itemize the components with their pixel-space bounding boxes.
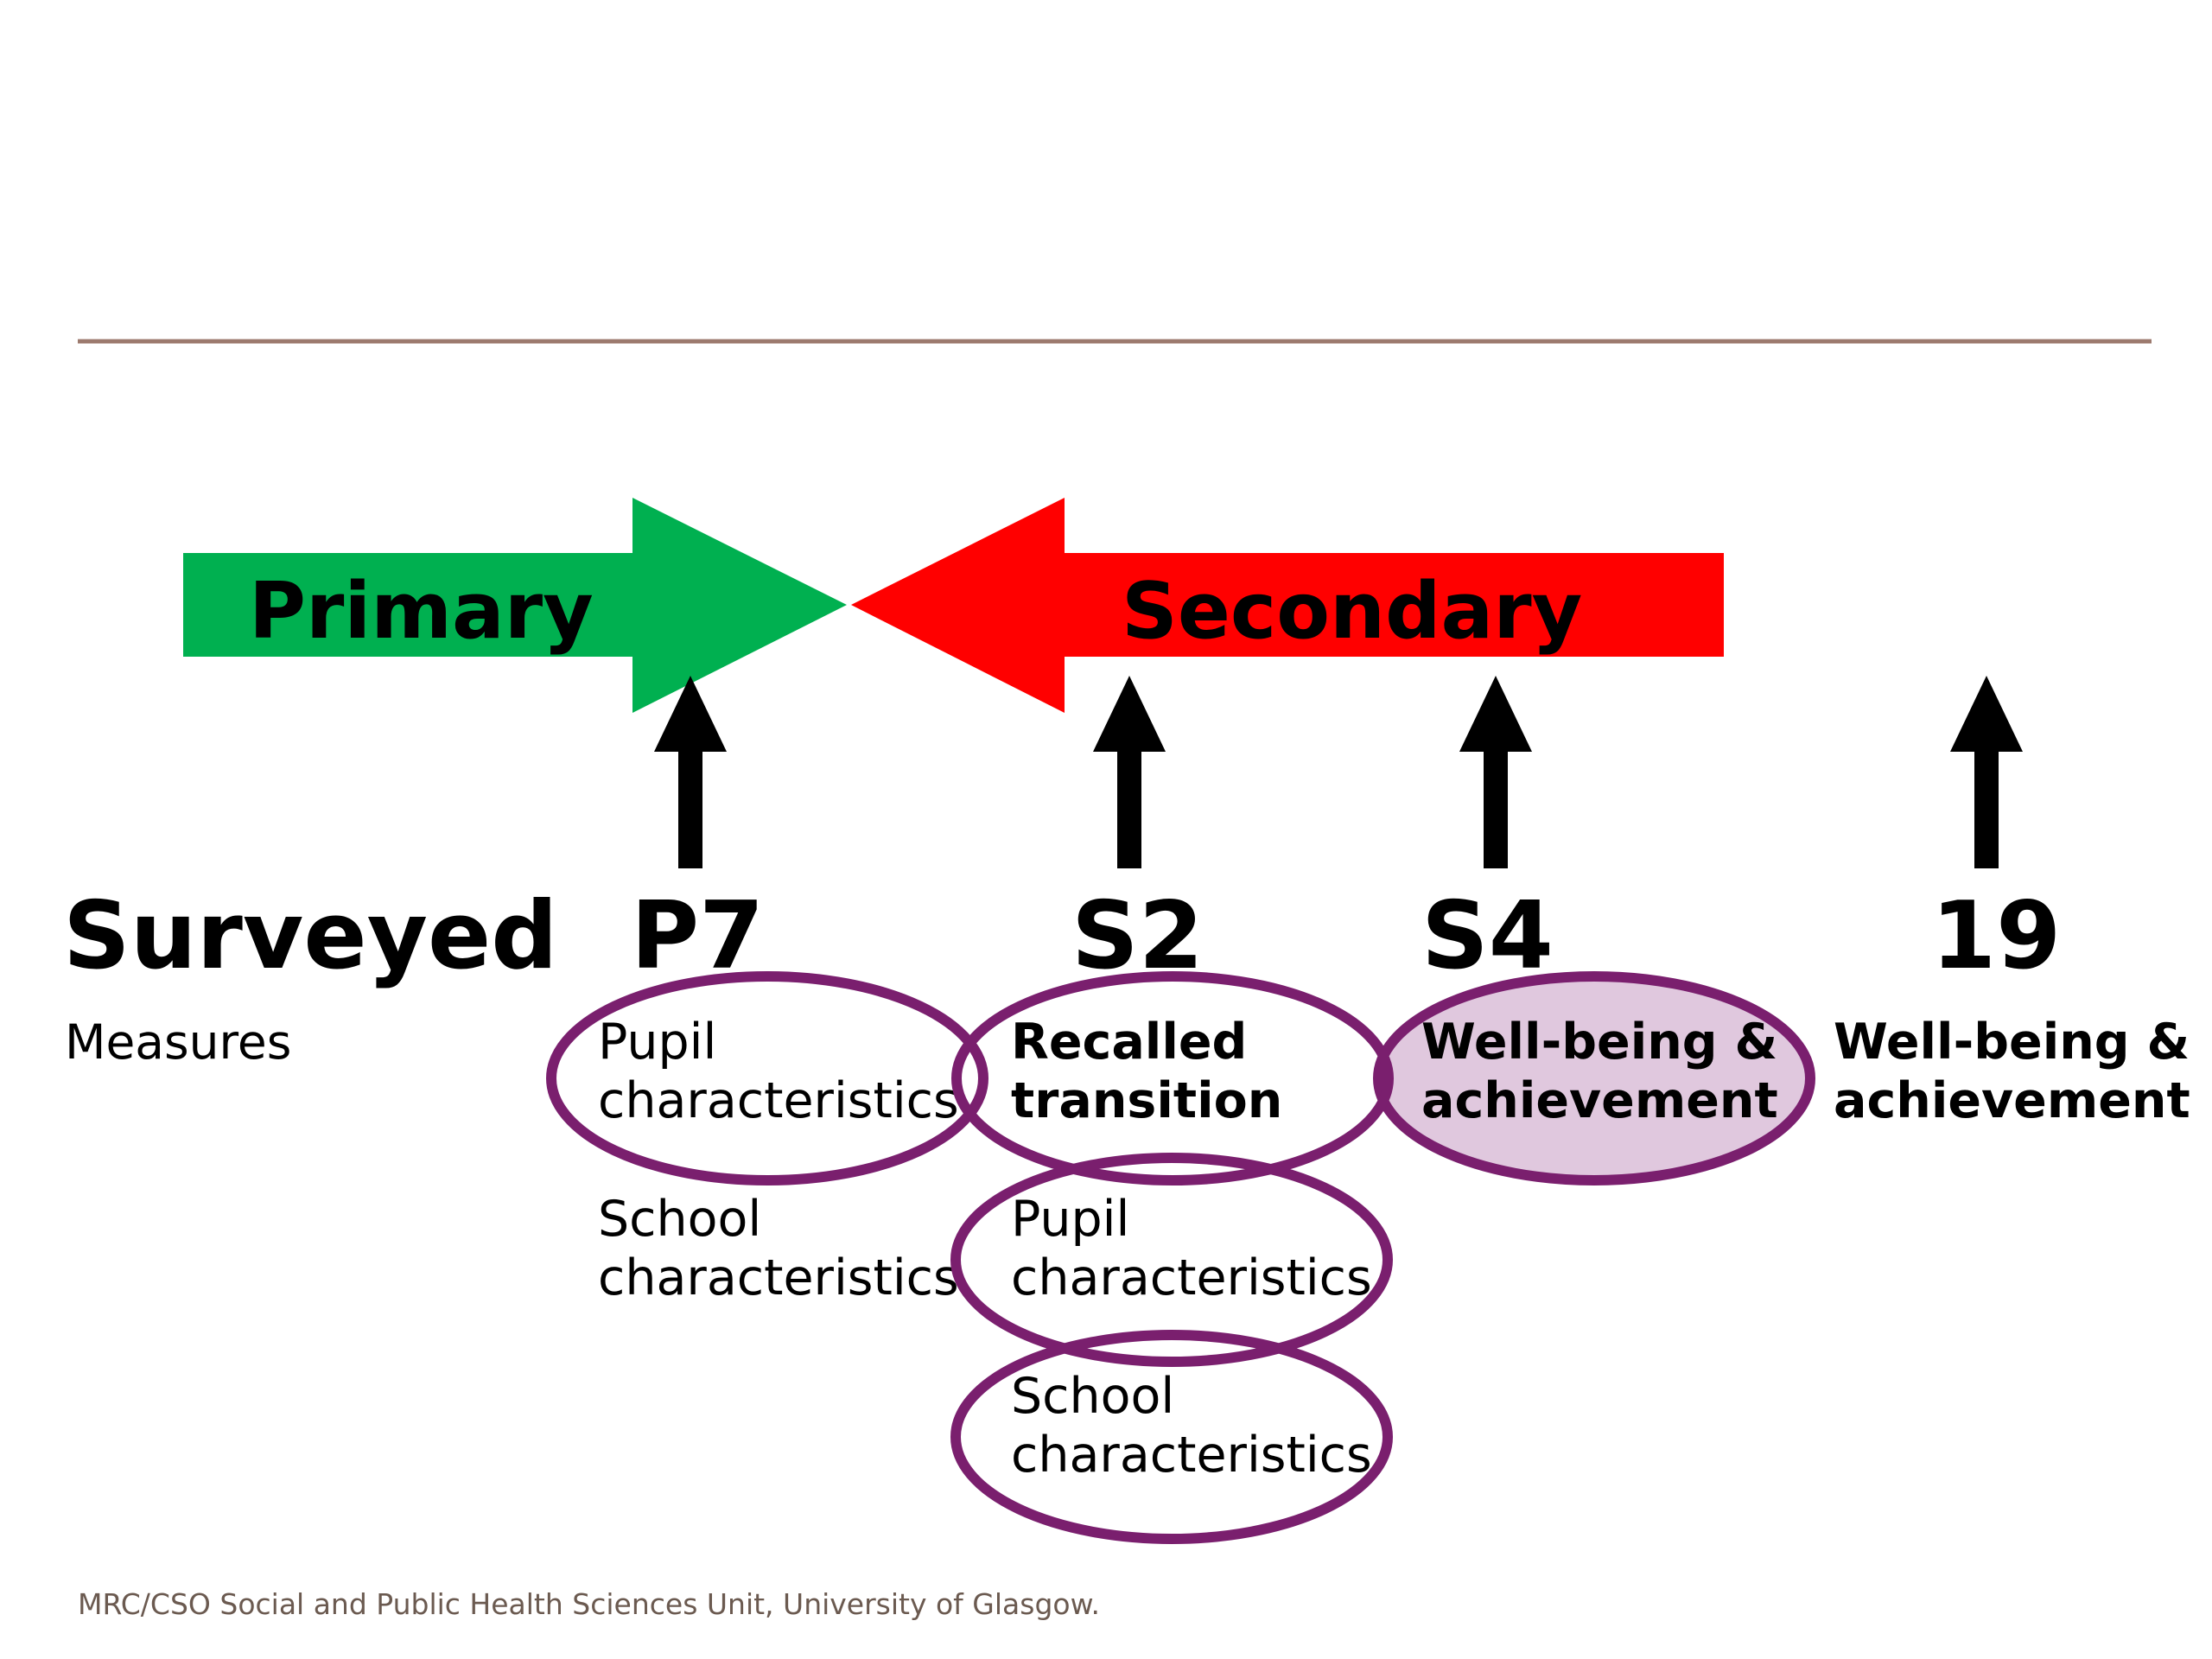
s4-wellbeing-achievement: Well-being & achievement [1421,1014,1795,1129]
s2-school-characteristics: School characteristics [1011,1368,1372,1484]
s2-pupil-ellipse [950,1153,1393,1367]
surveyed-label: Surveyed [63,882,558,990]
footer-credit: MRC/CSO Social and Public Health Science… [78,1587,1100,1621]
s4-wellbeing-ellipse [1373,971,1815,1185]
timepoint-19: 19 [1931,882,2061,990]
age19-wellbeing-achievement: Well-being & achievement [1834,1014,2207,1129]
primary-arrow [183,498,847,713]
s2-school-ellipse [950,1330,1393,1544]
p7-pupil-ellipse [546,971,988,1185]
measures-label: Measures [65,1014,291,1070]
s2-recalled-transition: Recalled transition [1011,1014,1282,1129]
secondary-label: Secondary [1122,566,1582,657]
up-arrow-s2 [1093,676,1166,868]
s2-recalled-ellipse [951,971,1394,1185]
secondary-arrow [851,498,1724,713]
p7-pupil-characteristics: Pupil characteristics [598,1014,959,1129]
p7-school-characteristics: School characteristics [598,1191,959,1306]
primary-label: Primary [249,566,594,657]
s2-pupil-characteristics: Pupil characteristics [1011,1191,1372,1306]
up-arrow-19 [1950,676,2023,868]
timepoint-s4: S4 [1421,882,1554,990]
up-arrow-p7 [654,676,727,868]
up-arrow-s4 [1459,676,1532,868]
